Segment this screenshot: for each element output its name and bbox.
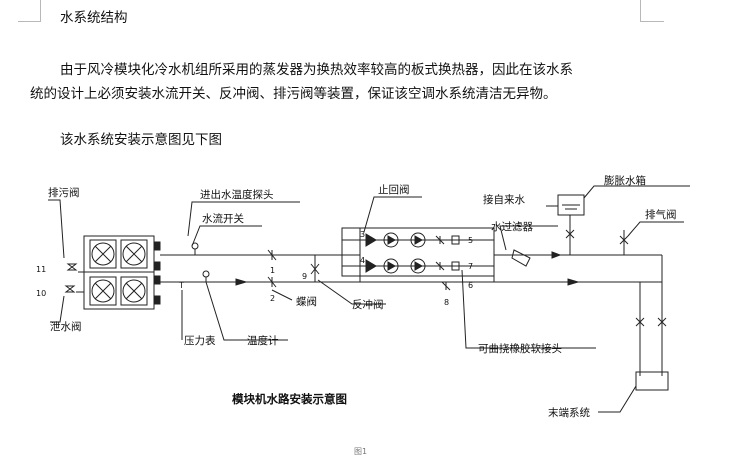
number-10: 10 <box>36 289 46 298</box>
drain-valve-symbol <box>64 263 78 293</box>
number-3: 3 <box>360 230 365 239</box>
number-6: 6 <box>468 281 473 290</box>
leader-drain-valve <box>48 199 65 259</box>
crop-mark-right-h <box>640 21 664 22</box>
label-expansion-tank: 膨胀水箱 <box>604 174 646 187</box>
label-butterfly-valve: 蝶阀 <box>296 295 317 308</box>
figure-caption: 图1 <box>354 447 367 456</box>
number-11: 11 <box>36 265 46 274</box>
number-7: 7 <box>468 262 473 271</box>
crop-mark-left-h <box>18 21 41 22</box>
label-air-vent: 排气阀 <box>645 208 677 221</box>
paragraph-line-2: 统的设计上必须安装水流开关、反冲阀、排污阀等装置，保证该空调水系统清洁无异物。 <box>30 86 557 102</box>
crop-mark-right-v <box>640 0 641 22</box>
flex-joint-symbol <box>451 235 460 245</box>
label-release-valve: 泄水阀 <box>50 320 82 333</box>
number-4: 4 <box>360 256 365 265</box>
label-thermometer: 温度计 <box>247 334 279 347</box>
label-flow-switch: 水流开关 <box>202 212 244 225</box>
check-valve-symbol <box>365 233 377 247</box>
pump-symbol <box>383 232 399 248</box>
air-vent-symbol <box>619 235 629 245</box>
label-pressure-gauge: 压力表 <box>184 334 216 347</box>
backflush-valve-symbol <box>310 263 320 275</box>
diagram-title: 模块机水路安装示意图 <box>232 392 347 406</box>
label-temp-probe: 进出水温度探头 <box>200 188 274 201</box>
expansion-tank-symbol <box>557 194 585 216</box>
number-9: 9 <box>302 272 307 281</box>
water-filter-symbol <box>511 249 531 267</box>
diagram-intro: 该水系统安装示意图见下图 <box>60 132 222 148</box>
label-check-valve: 止回阀 <box>378 183 410 196</box>
section-heading: 水系统结构 <box>60 10 128 26</box>
label-backflush-valve: 反冲阀 <box>352 298 384 311</box>
number-8: 8 <box>444 298 449 307</box>
crop-mark-left-v <box>40 0 41 22</box>
butterfly-valve-symbol <box>267 249 277 261</box>
number-2: 2 <box>270 294 275 303</box>
number-t: T <box>178 281 184 290</box>
label-water-supply: 接自来水 <box>483 193 525 206</box>
number-1: 1 <box>270 266 275 275</box>
paragraph-line-1: 由于风冷模块化冷水机组所采用的蒸发器为换热效率较高的板式换热器，因此在该水系 <box>60 62 573 78</box>
number-5: 5 <box>468 236 473 245</box>
chiller-module-unit <box>76 235 161 310</box>
label-flex-joint: 可曲挠橡胶软接头 <box>478 342 562 355</box>
terminal-system-box <box>635 371 669 391</box>
label-terminal-system: 末端系统 <box>548 406 590 419</box>
label-drain-valve: 排污阀 <box>48 186 80 199</box>
label-water-filter: 水过滤器 <box>491 220 533 233</box>
